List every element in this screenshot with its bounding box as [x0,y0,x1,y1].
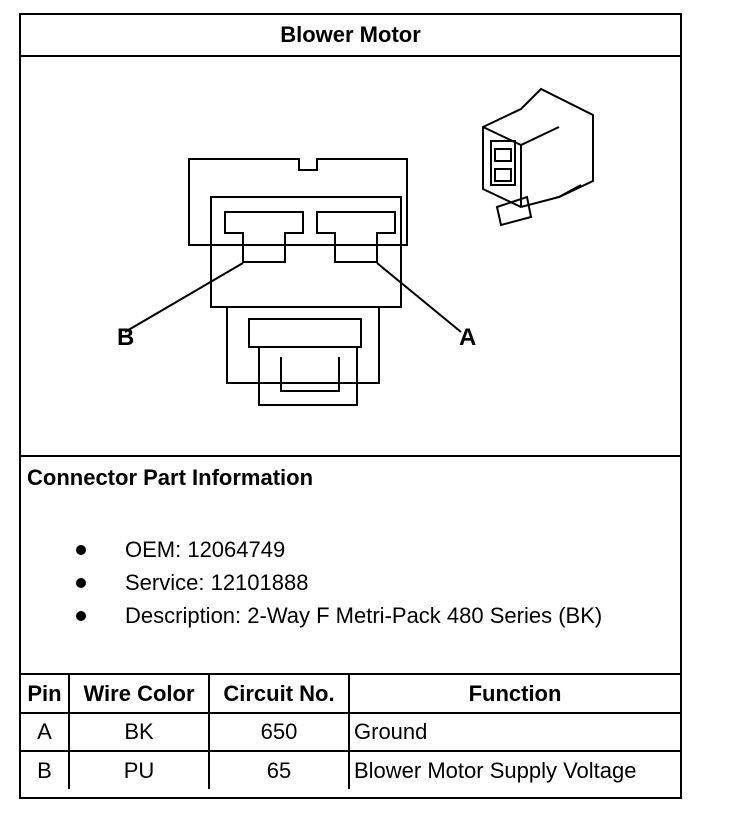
terminal-cavity-b [224,211,304,263]
table-row: A BK 650 Ground [21,712,680,752]
leader-line-b [124,262,244,333]
service-text: Service: 12101888 [125,570,309,595]
pin-table: Pin Wire Color Circuit No. Function A BK… [21,675,680,789]
terminal-cavity-a [316,211,396,263]
list-item: Description: 2-Way F Metri-Pack 480 Seri… [21,599,602,632]
part-info-list: OEM: 12064749 Service: 12101888 Descript… [21,533,602,632]
connector-diagram: B A [21,57,680,457]
connector-inner-face [210,196,402,308]
cell-circuit-no: 65 [208,750,350,789]
cell-wire-color: PU [68,750,210,789]
bullet-icon [76,578,86,588]
cell-circuit-no: 650 [208,712,350,752]
header-wire-color: Wire Color [68,675,210,714]
connector-sheet: Blower Motor [19,13,682,799]
connector-outer-shell [188,158,408,246]
leader-line-a [376,262,462,333]
connector-face-drawing: B A [117,87,594,406]
bullet-icon [76,545,86,555]
page-title: Blower Motor [21,15,680,57]
connector-part-information: Connector Part Information OEM: 12064749… [21,457,680,675]
pin-label-b: B [117,324,134,351]
bullet-icon [76,611,86,621]
connector-latch-slot [280,357,340,392]
connector-iso-view [482,87,594,227]
pin-label-a: A [459,324,476,351]
list-item: OEM: 12064749 [21,533,602,566]
cell-pin: B [21,750,70,789]
oem-text: OEM: 12064749 [125,537,286,562]
cell-function: Ground [348,712,680,752]
description-text: Description: 2-Way F Metri-Pack 480 Seri… [125,603,603,628]
table-row: B PU 65 Blower Motor Supply Voltage [21,750,680,789]
list-item: Service: 12101888 [21,566,602,599]
connector-latch-top [248,318,362,348]
header-function: Function [348,675,680,714]
connector-lower-housing [226,307,380,384]
section-heading: Connector Part Information [27,465,314,490]
cell-function: Blower Motor Supply Voltage [348,750,680,789]
header-circuit-no: Circuit No. [208,675,350,714]
cell-wire-color: BK [68,712,210,752]
connector-latch-body [258,347,358,406]
header-pin: Pin [21,675,70,714]
cell-pin: A [21,712,70,752]
table-header-row: Pin Wire Color Circuit No. Function [21,675,680,714]
